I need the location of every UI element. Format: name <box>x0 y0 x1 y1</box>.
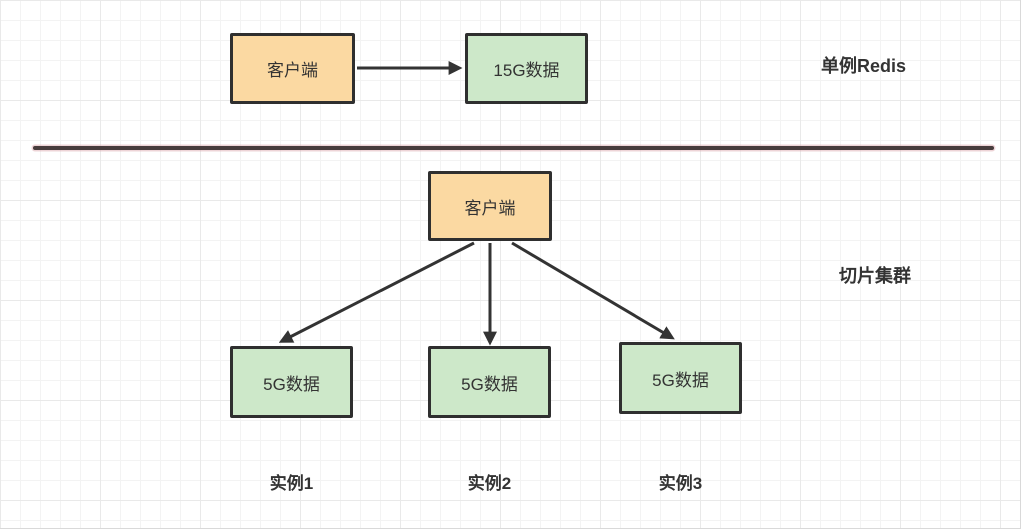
data-node-5g-instance-3-label: 5G数据 <box>652 370 709 390</box>
client-node-bottom-label: 客户端 <box>464 198 516 218</box>
data-node-15g: 15G数据 <box>465 33 588 104</box>
instance-2-caption: 实例2 <box>467 474 512 493</box>
client-node-top-label: 客户端 <box>267 61 318 80</box>
instance-3-caption: 实例3 <box>658 474 703 493</box>
section-label-sliced-cluster: 切片集群 <box>839 266 911 286</box>
data-node-15g-label: 15G数据 <box>493 61 560 80</box>
arrow-client-to-instance-1 <box>278 241 475 343</box>
data-node-5g-instance-2: 5G数据 <box>428 346 551 418</box>
arrow-client-to-instance-3 <box>511 241 675 340</box>
client-node-bottom: 客户端 <box>428 171 552 241</box>
section-divider <box>33 146 994 150</box>
data-node-5g-instance-2-label: 5G数据 <box>461 374 518 394</box>
data-node-5g-instance-3: 5G数据 <box>619 342 742 414</box>
section-label-single-redis: 单例Redis <box>821 56 907 76</box>
instance-1-caption: 实例1 <box>269 474 314 493</box>
client-node-top: 客户端 <box>230 33 355 104</box>
data-node-5g-instance-1: 5G数据 <box>230 346 353 418</box>
data-node-5g-instance-1-label: 5G数据 <box>263 374 320 394</box>
